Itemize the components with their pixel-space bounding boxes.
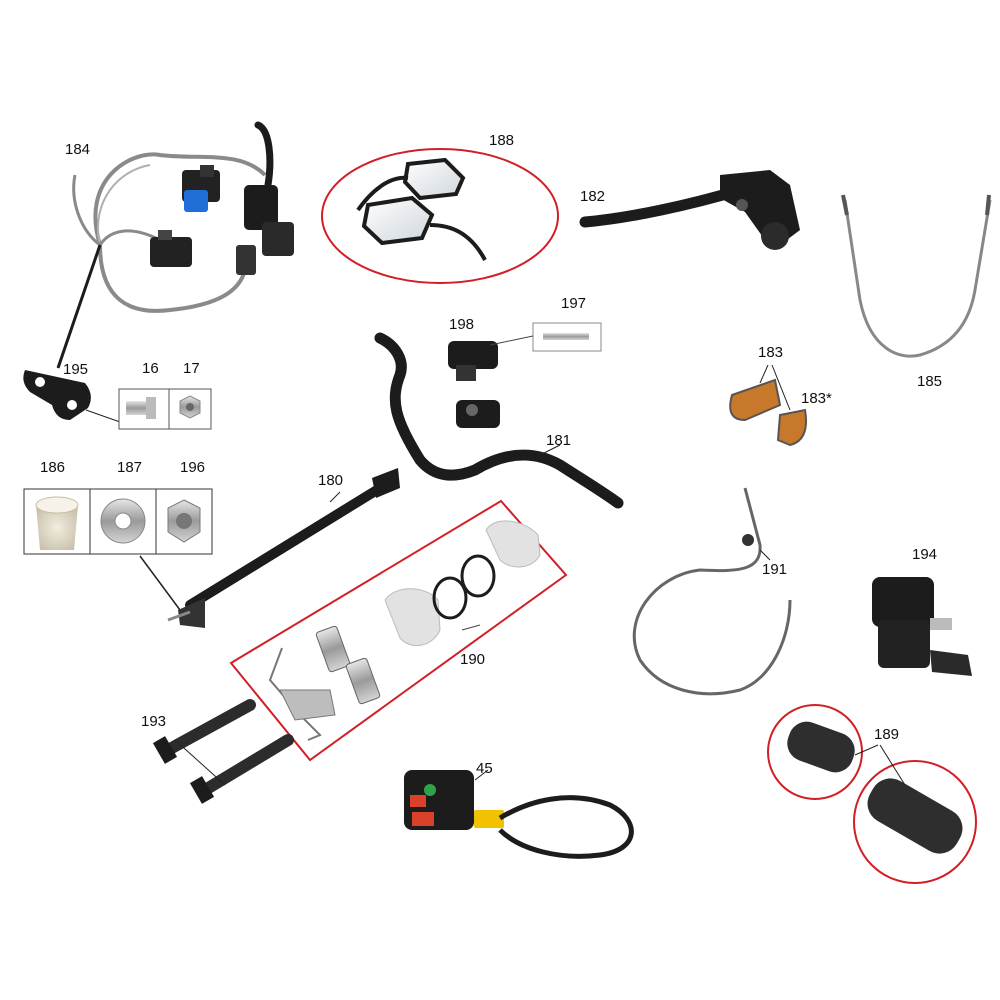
- callout-16: 16: [142, 360, 159, 377]
- cable-185: [841, 194, 992, 358]
- callout-186: 186: [40, 459, 66, 476]
- bushing-kit-190: [229, 499, 568, 762]
- clutch-lever-182: [579, 170, 800, 250]
- callout-194: 194: [912, 546, 938, 563]
- handlebar-181: [374, 332, 624, 509]
- callout-188: 188: [489, 132, 515, 149]
- brake-assembly-184: [23, 121, 294, 423]
- throttle-cable-191: [632, 487, 792, 696]
- bolts-193: [152, 699, 294, 804]
- callout-196: 196: [180, 459, 206, 476]
- mirrors-188: [321, 148, 559, 284]
- callout-17: 17: [183, 360, 200, 377]
- bolt-197: [489, 322, 602, 352]
- callout-183-star: 183*: [801, 390, 832, 407]
- callout-195: 195: [63, 361, 89, 378]
- callout-45: 45: [476, 760, 493, 777]
- callout-184: 184: [65, 141, 91, 158]
- parts-box-16-17: [118, 388, 212, 430]
- callout-197: 197: [561, 295, 587, 312]
- callout-193: 193: [141, 713, 167, 730]
- brake-pads-183: [729, 364, 807, 447]
- grips-189: [767, 704, 977, 884]
- callout-198: 198: [449, 316, 475, 333]
- switch-45: [404, 769, 634, 859]
- callout-181: 181: [546, 432, 572, 449]
- callout-185: 185: [917, 373, 943, 390]
- callout-190: 190: [460, 651, 486, 668]
- callout-182: 182: [580, 188, 606, 205]
- callout-189: 189: [874, 726, 900, 743]
- callout-191: 191: [762, 561, 788, 578]
- steering-shaft-180: [167, 468, 400, 628]
- callout-187: 187: [117, 459, 143, 476]
- throttle-194: [872, 577, 972, 676]
- parts-box-186-187-196: [23, 488, 213, 611]
- callout-183: 183: [758, 344, 784, 361]
- clamp-198: [448, 341, 500, 428]
- callout-180: 180: [318, 472, 344, 489]
